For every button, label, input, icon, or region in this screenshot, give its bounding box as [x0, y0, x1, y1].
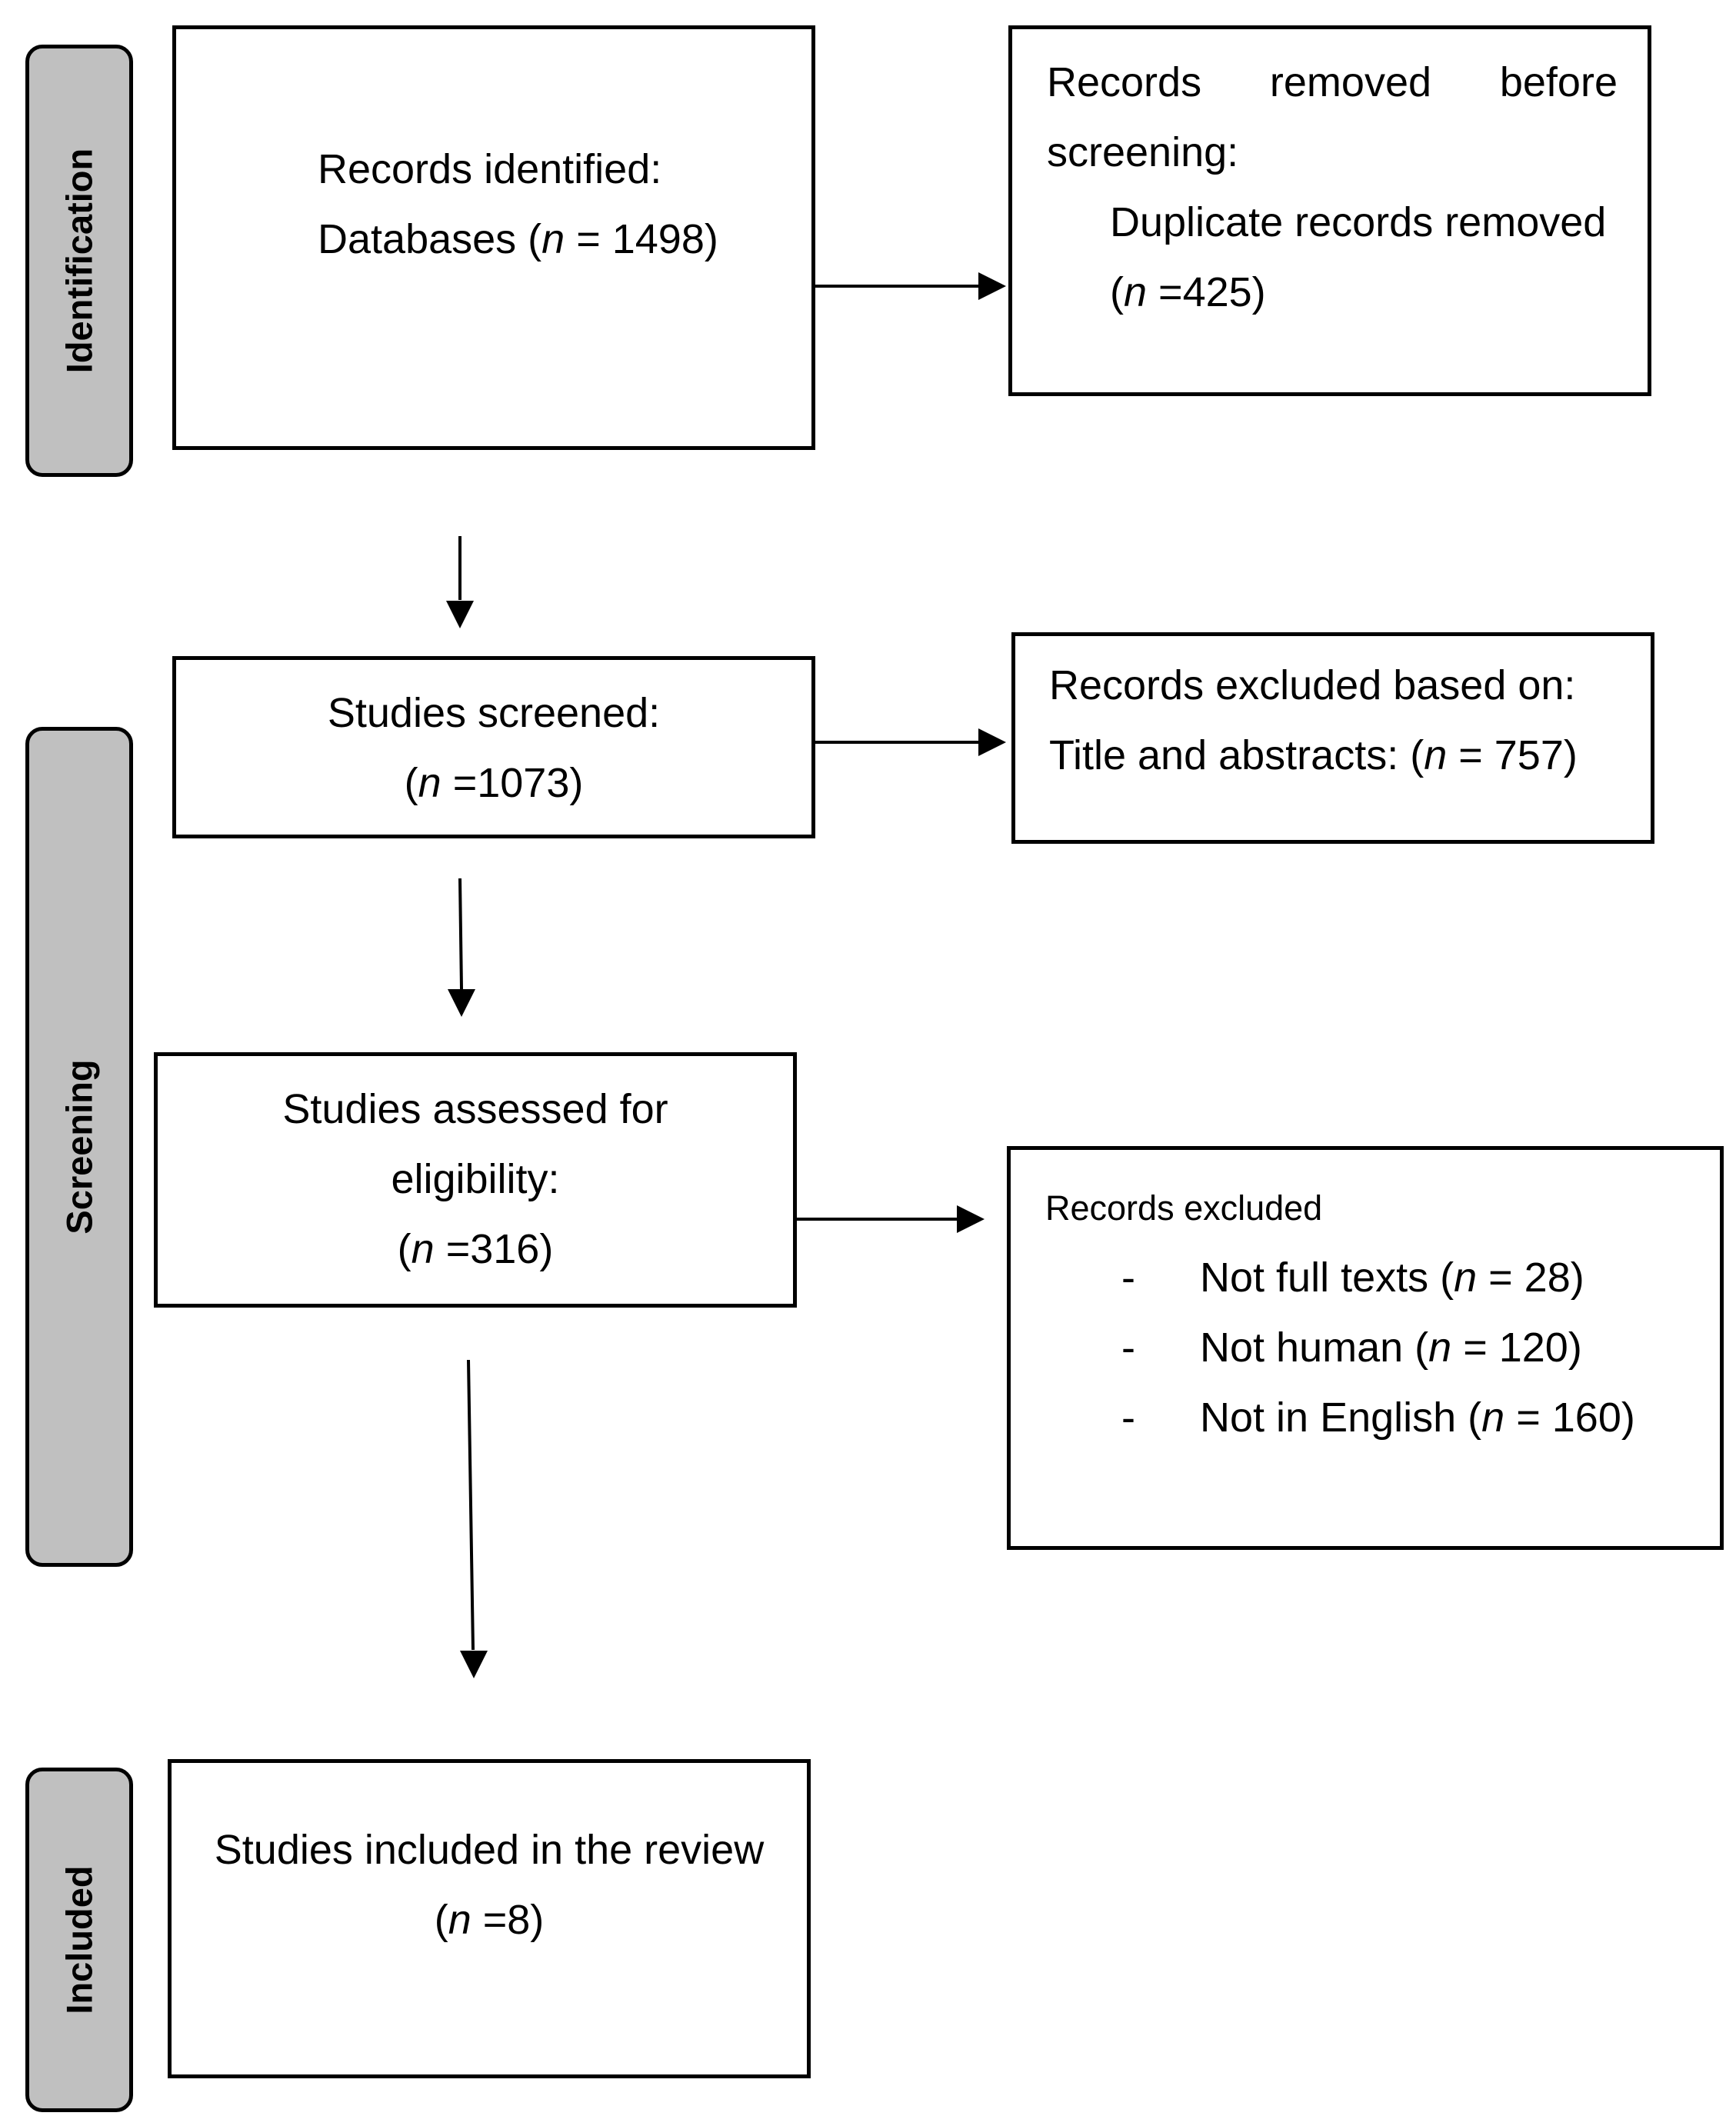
excluded-title-box — [1011, 632, 1654, 844]
excluded-item-2-dash: - — [1121, 1325, 1135, 1371]
studies-screened-line2: (n =1073) — [404, 760, 584, 806]
excluded-item-1-dash: - — [1121, 1255, 1135, 1301]
studies-screened-line1: Studies screened: — [327, 690, 661, 736]
excluded-title-line1: Records excluded based on: — [1049, 662, 1576, 708]
arrow-to-assessed — [448, 878, 475, 1017]
arrow-to-removed — [814, 272, 1006, 300]
records-removed-box — [1008, 25, 1651, 396]
records-excluded-box — [1007, 1146, 1724, 1550]
excluded-item-1: Not full texts (n = 28) — [1200, 1255, 1584, 1301]
assessed-line3: (n =316) — [397, 1226, 554, 1272]
arrow-to-screened — [446, 536, 474, 628]
phase-screening: Screening — [25, 727, 133, 1567]
included-review-line2: (n =8) — [434, 1897, 545, 1943]
assessed-line2: eligibility: — [391, 1156, 560, 1202]
records-removed-line1: Records removed before — [1047, 59, 1618, 105]
records-removed-line3: Duplicate records removed — [1110, 199, 1607, 245]
arrow-to-records-excluded — [795, 1205, 985, 1233]
records-excluded-title: Records excluded — [1045, 1188, 1323, 1228]
studies-screened-box — [172, 656, 815, 838]
assessed-line1: Studies assessed for — [282, 1086, 668, 1132]
excluded-title-line2: Title and abstracts: (n = 757) — [1049, 732, 1578, 778]
records-identified-line2: Databases (n = 1498) — [318, 216, 718, 262]
excluded-item-3-dash: - — [1121, 1395, 1135, 1441]
assessed-box — [154, 1052, 797, 1308]
records-identified-box — [172, 25, 815, 450]
arrow-to-excluded-title — [814, 728, 1006, 756]
records-removed-line4: (n =425) — [1110, 269, 1266, 315]
arrow-to-included — [460, 1359, 488, 1678]
excluded-item-3: Not in English (n = 160) — [1200, 1395, 1635, 1441]
included-review-box — [168, 1759, 811, 2078]
phase-identification: Identification — [25, 45, 133, 477]
excluded-item-2: Not human (n = 120) — [1200, 1325, 1582, 1371]
included-review-line1: Studies included in the review — [214, 1827, 765, 1873]
records-removed-line2: screening: — [1047, 129, 1239, 175]
phase-included: Included — [25, 1768, 133, 2112]
records-identified-line1: Records identified: — [318, 146, 662, 192]
